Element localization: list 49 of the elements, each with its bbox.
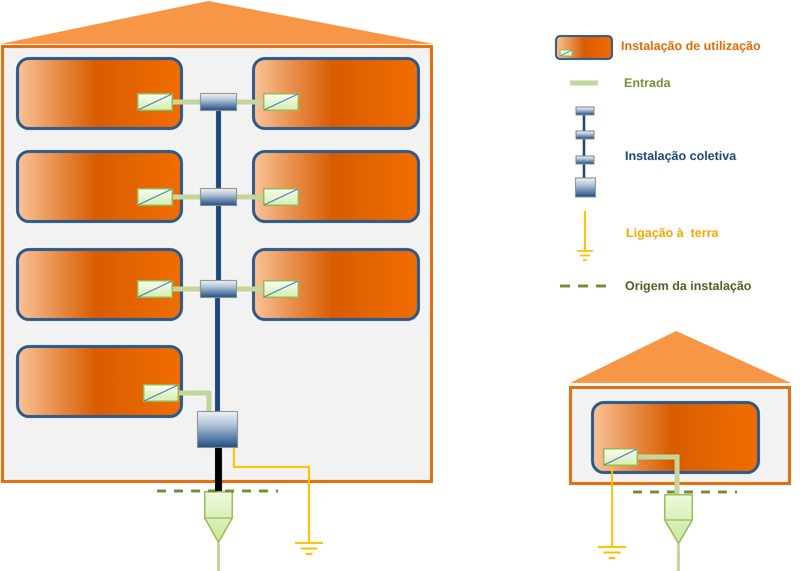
meter: [263, 93, 299, 111]
cable: [215, 448, 222, 491]
wire: [237, 286, 263, 292]
legend-label: Instalação de utilização: [621, 38, 761, 54]
ground-symbol: [295, 542, 323, 555]
unit-box: [591, 401, 760, 474]
legend-label: Instalação coletiva: [625, 148, 736, 164]
riser-line: [216, 206, 221, 280]
wire: [179, 390, 212, 411]
meter: [137, 280, 173, 298]
earth-wire: [232, 448, 310, 542]
supply-wire: [677, 544, 680, 571]
unit-box: [252, 248, 420, 321]
unit-box: [252, 57, 420, 130]
unit-box: [16, 248, 183, 321]
building: [1, 45, 433, 483]
legend-label: Entrada: [624, 75, 671, 91]
building: [569, 386, 791, 485]
service-entry: [204, 491, 233, 543]
main-junction-box: [197, 411, 238, 448]
meter: [263, 280, 299, 298]
supply-wire: [217, 543, 220, 571]
meter: [603, 448, 638, 466]
unit-box: [252, 150, 420, 223]
junction-box: [200, 93, 237, 111]
riser-line: [216, 111, 221, 188]
riser-line: [215, 298, 220, 411]
unit-box: [16, 57, 183, 130]
wire: [173, 194, 200, 200]
meter: [263, 188, 299, 206]
wire: [638, 454, 680, 494]
wire: [237, 100, 263, 104]
service-entry: [664, 494, 693, 544]
ground-symbol: [598, 546, 626, 559]
earth-wire: [611, 466, 614, 546]
legend-label: Origem da instalação: [625, 278, 752, 294]
roof: [570, 331, 791, 383]
wire: [173, 286, 200, 292]
legend-label: Ligação à terra: [626, 225, 718, 241]
meter: [137, 93, 173, 111]
unit-box: [16, 345, 183, 418]
meter: [143, 384, 179, 402]
unit-box: [16, 150, 183, 223]
wire: [237, 194, 263, 200]
roof: [0, 1, 434, 44]
junction-box: [200, 188, 237, 206]
wire: [173, 100, 200, 104]
junction-box: [200, 280, 237, 298]
meter: [137, 188, 173, 206]
